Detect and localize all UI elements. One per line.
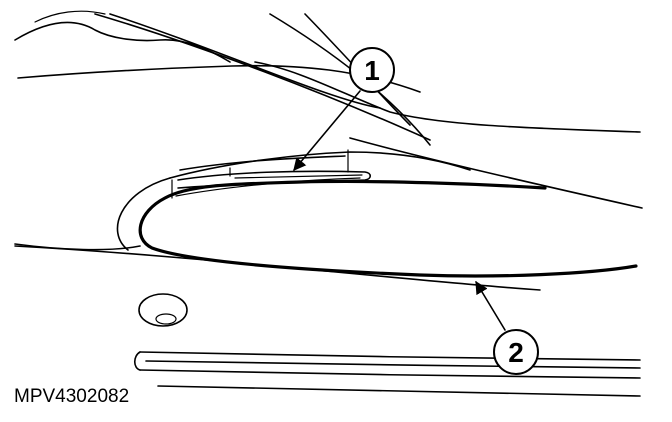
- part-2-door-handle: [14, 179, 638, 291]
- callout-2-label: 2: [508, 337, 524, 368]
- callout-1-label: 1: [364, 55, 380, 86]
- figure-code: MPV4302082: [14, 386, 129, 407]
- callout-1: 1: [293, 47, 395, 171]
- upper-body-panel: [14, 10, 641, 146]
- callout-2: 2: [475, 280, 539, 375]
- lower-molding: [133, 351, 641, 397]
- body-contour-line: [349, 137, 643, 209]
- mounting-hole: [138, 293, 188, 327]
- handle-recess: [116, 149, 471, 251]
